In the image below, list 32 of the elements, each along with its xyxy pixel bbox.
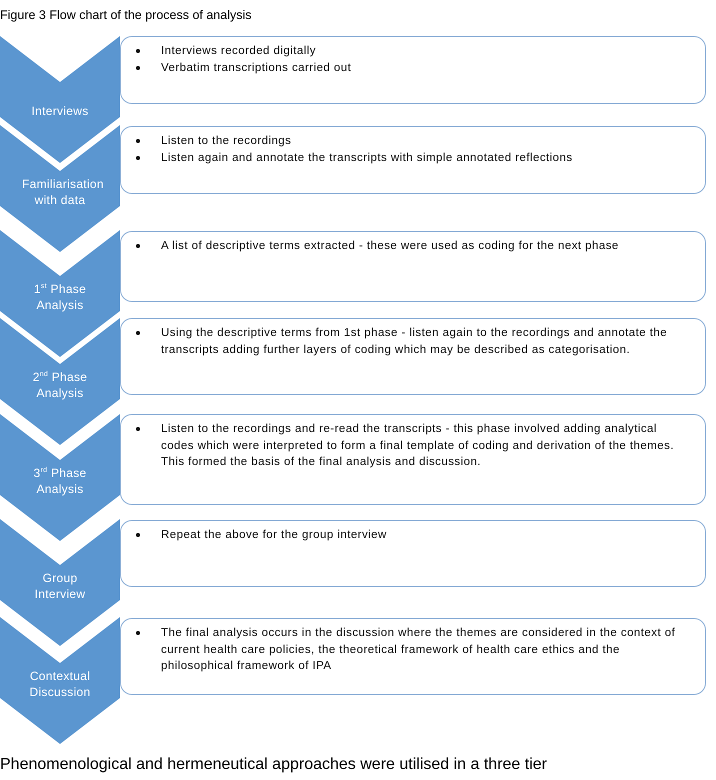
figure-title: Figure 3 Flow chart of the process of analysis <box>0 8 252 22</box>
step-label: 1$^{st}$ Phase Analysis <box>32 281 88 313</box>
text-panel <box>120 318 706 395</box>
bullet-text: Verbatim transcriptions carried out <box>161 62 352 74</box>
bullet-text: Listen to the recordings and re-read the transcripts - this phase involved adding analytical codes which were interpreted to form a final template of coding and derivation of the themes. This formed the basis of the final analysis and discussion. <box>161 423 674 468</box>
step-label: Interviews <box>30 103 90 119</box>
body-text: Phenomenological and hermeneutical approaches were utilised in a three tier <box>0 756 547 774</box>
chevron-shape <box>0 230 120 357</box>
chevron-shape <box>0 414 120 541</box>
chevron-shape <box>0 318 120 445</box>
step-label: 3$^{rd}$ Phase Analysis <box>32 465 88 497</box>
text-panel <box>120 126 706 194</box>
text-panel <box>120 520 706 587</box>
step-label: Familiarisation with data <box>21 176 105 208</box>
step-label: Contextual Discussion <box>28 668 92 700</box>
text-panel <box>120 36 706 104</box>
bullet-text: The final analysis occurs in the discussion where the themes are considered in the context of current health care policies, the theoretical framework of health care ethics and the philosophical framework of IPA <box>161 627 676 672</box>
bullet-text: Using the descriptive terms from 1st phase - listen again to the recordings and annotate the transcripts adding further layers of coding which may be described as categorisation. <box>161 327 668 356</box>
chevron-shape <box>0 125 120 252</box>
chevron-shape <box>0 617 120 744</box>
chevron-shape <box>0 36 120 163</box>
chevron-shape <box>0 519 120 646</box>
step-label: 2$^{nd}$ Phase Analysis <box>32 369 88 401</box>
bullet-text: Repeat the above for the group interview <box>161 529 387 541</box>
bullet-text: Interviews recorded digitally <box>161 45 316 57</box>
text-panel <box>120 414 706 505</box>
text-panel <box>120 231 706 302</box>
bullet-text: Listen to the recordings <box>161 135 292 147</box>
bullet-text: Listen again and annotate the transcripts with simple annotated reflections <box>161 152 573 164</box>
step-label: Group Interview <box>34 570 86 602</box>
bullet-text: A list of descriptive terms extracted - these were used as coding for the next phase <box>161 240 619 252</box>
text-panel <box>120 618 706 695</box>
